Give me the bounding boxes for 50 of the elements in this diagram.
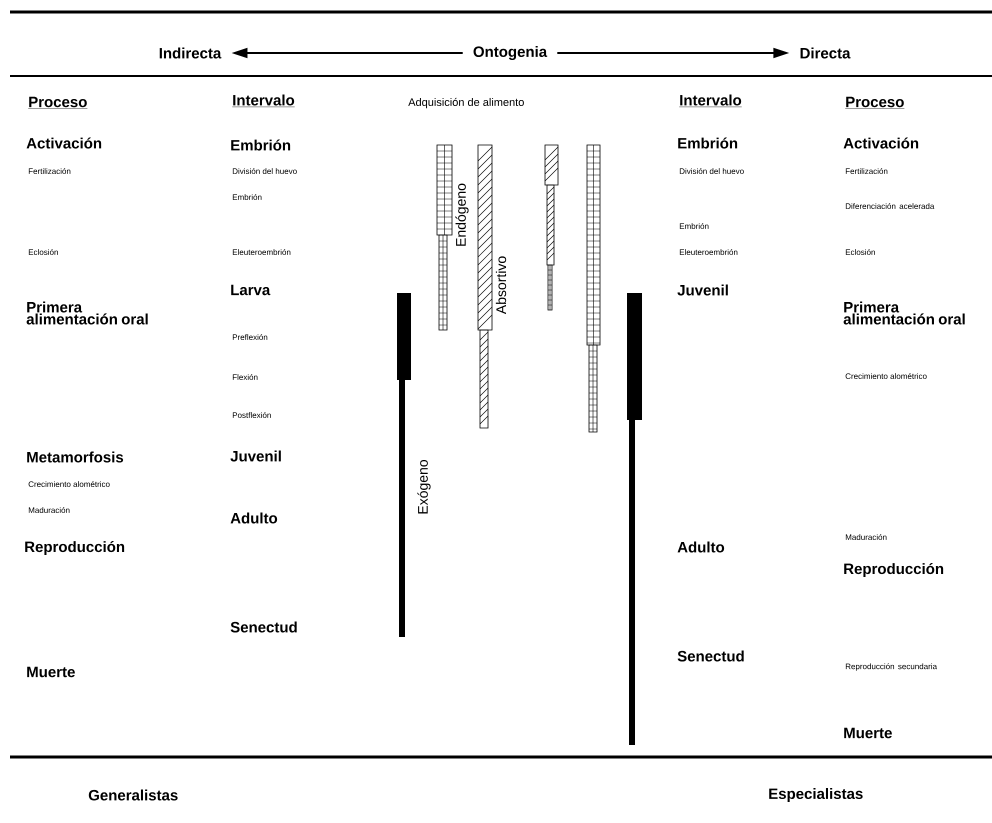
stage-name: Juvenil — [230, 450, 281, 462]
stage-name: Muerte — [27, 666, 75, 678]
stage-name: Juvenil — [677, 284, 728, 296]
event-text: Reproducción secundaria — [846, 663, 938, 671]
stage-name: Activación — [26, 137, 102, 149]
bar-label: Absortivo — [496, 256, 506, 314]
stage-name: Larva — [231, 284, 270, 296]
stage-name: Activación — [844, 137, 918, 149]
event-text: Crecimiento alométrico — [28, 481, 110, 487]
event-text: Diferenciación acelerada — [846, 203, 934, 209]
header-label: Directa — [800, 48, 851, 58]
column-heading: Intervalo — [679, 94, 742, 108]
stage-name: Senectud — [678, 650, 744, 662]
stage-name: Reproducción — [844, 562, 944, 578]
stage-name: Adulto — [230, 512, 278, 524]
event-text: Maduración — [846, 534, 886, 540]
stage-name: Primera alimentación oral — [844, 302, 965, 324]
group-label: Generalistas — [88, 790, 178, 801]
event-text: Eleuteroembrión — [232, 249, 290, 255]
stage-name: Metamorfosis — [27, 452, 124, 462]
stage-name: Primera alimentación oral — [26, 302, 148, 324]
stage-name: Reproducción — [25, 540, 124, 556]
event-text: Postflexión — [232, 412, 271, 418]
column-heading: Proceso — [845, 96, 905, 109]
column-heading: Proceso — [28, 96, 88, 109]
event-text: Flexión — [232, 374, 258, 380]
bar-label: Exógeno — [417, 460, 431, 514]
header-label: Ontogenia — [474, 46, 548, 60]
event-text: Crecimiento alométrico — [846, 373, 927, 379]
group-label: Especialistas — [769, 788, 863, 802]
event-text: Fertilización — [846, 168, 888, 174]
bar-label: Endógeno — [455, 184, 469, 246]
event-text: Embrión — [232, 194, 262, 200]
event-text: Fertilización — [28, 168, 70, 174]
event-text: Eclosión — [846, 249, 875, 255]
stage-name: Senectud — [230, 622, 297, 632]
event-text: Preflexión — [232, 334, 268, 340]
event-text: Eleuteroembrión — [680, 249, 738, 255]
stage-name: Adulto — [678, 542, 724, 552]
event-text: Embrión — [680, 223, 708, 229]
stage-name: Muerte — [844, 728, 892, 738]
event-text: División del huevo — [232, 168, 297, 174]
header-label: Indirecta — [160, 48, 222, 58]
event-text: Eclosión — [28, 249, 58, 255]
column-heading: Adquisición de alimento — [408, 98, 524, 108]
stage-name: Embrión — [231, 139, 290, 151]
column-heading: Intervalo — [232, 94, 295, 108]
stage-name: Embrión — [678, 137, 738, 149]
event-text: División del huevo — [680, 168, 744, 174]
event-text: Maduración — [28, 507, 70, 513]
